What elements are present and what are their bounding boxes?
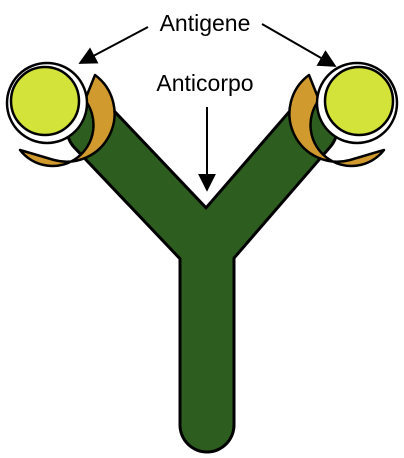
antigen-left [7, 63, 87, 143]
antigen-label: Antigene [160, 10, 251, 36]
antibody-fill [94, 129, 310, 425]
antigen-left-arrow [80, 27, 148, 63]
antigen-right [317, 63, 397, 143]
antigen-right-arrow [262, 24, 335, 66]
antibody-body [94, 129, 310, 425]
antibody-label: Anticorpo [156, 70, 253, 96]
